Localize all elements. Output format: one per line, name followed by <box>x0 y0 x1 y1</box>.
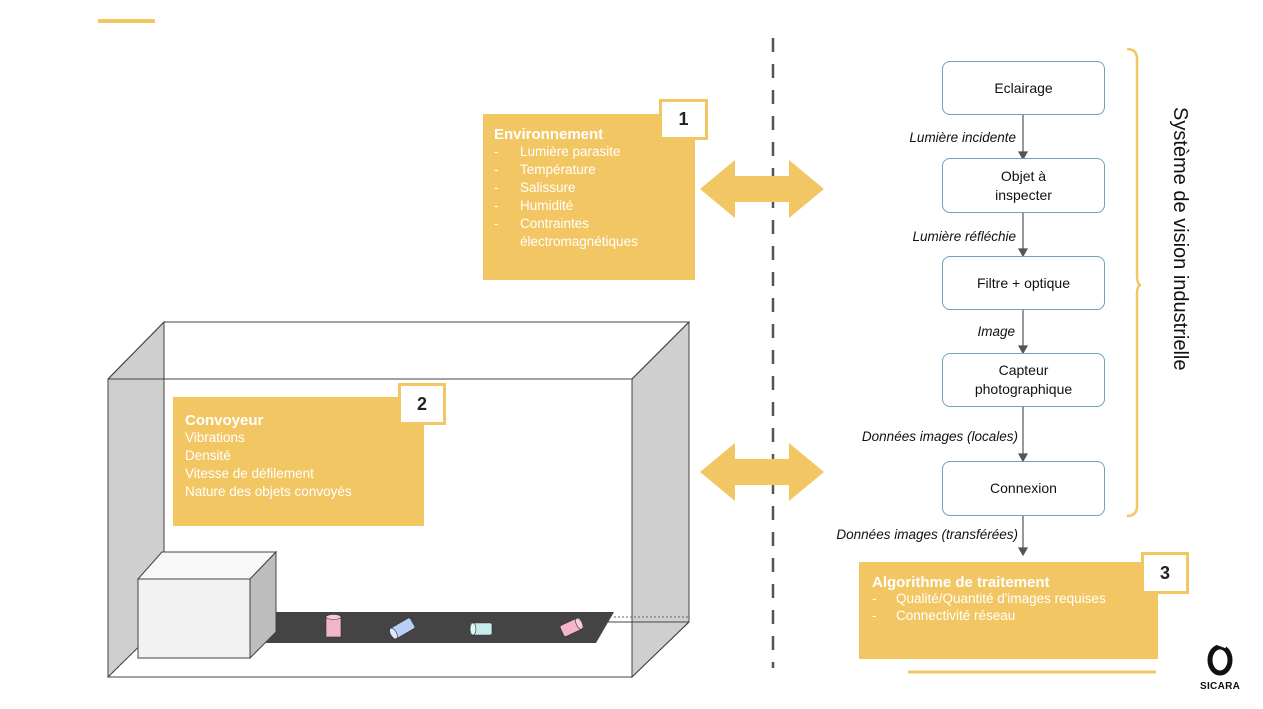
environment-box: Environnement -Lumière parasite -Tempéra… <box>483 114 695 280</box>
list-item: -Humidité <box>494 198 574 213</box>
convoyeur-number-badge: 2 <box>398 383 446 425</box>
object-teal-lying <box>469 622 493 636</box>
label-lumiere-reflechie: Lumière réfléchie <box>912 229 1016 244</box>
environment-list: -Lumière parasite -Température -Salissur… <box>494 143 695 251</box>
accent-line-top <box>98 19 155 23</box>
algorithme-number-badge: 3 <box>1141 552 1189 594</box>
list-item: -Lumière parasite <box>494 144 621 159</box>
list-item: Vibrations <box>185 430 245 445</box>
conveyor-belt <box>250 612 614 643</box>
convoyeur-list: Vibrations Densité Vitesse de défilement… <box>185 429 424 501</box>
pipeline-arrows <box>1017 115 1029 557</box>
system-bracket <box>1126 47 1142 518</box>
list-item: -Contraintes électromagnétiques <box>494 216 638 249</box>
system-title: Système de vision industrielle <box>1169 107 1191 371</box>
step-connexion: Connexion <box>942 461 1105 516</box>
conveyed-objects <box>325 614 585 640</box>
environment-title: Environnement <box>494 126 604 143</box>
convoyeur-title: Convoyeur <box>185 412 264 429</box>
algorithme-list: -Qualité/Quantité d'images requises -Con… <box>872 591 1158 624</box>
step-objet: Objet à inspecter <box>942 158 1105 213</box>
object-pink-upright <box>325 614 342 638</box>
list-item: Densité <box>185 448 231 463</box>
list-item: -Qualité/Quantité d'images requises <box>872 591 1106 606</box>
list-item: -Température <box>494 162 596 177</box>
algorithme-title: Algorithme de traitement <box>872 574 1050 591</box>
double-arrow-icon <box>700 443 824 501</box>
convoyeur-box: Convoyeur Vibrations Densité Vitesse de … <box>173 397 424 526</box>
object-pink-tilted <box>559 617 585 637</box>
machine-box <box>136 550 278 660</box>
algorithme-box: Algorithme de traitement -Qualité/Quanti… <box>859 562 1158 659</box>
room-right-wall <box>631 320 690 679</box>
double-arrow-icon <box>700 160 824 218</box>
label-lumiere-incidente: Lumière incidente <box>909 130 1016 145</box>
list-item: -Salissure <box>494 180 576 195</box>
label-donnees-locales: Données images (locales) <box>861 429 1018 444</box>
step-filtre: Filtre + optique <box>942 256 1105 310</box>
label-image: Image <box>977 324 1015 339</box>
label-donnees-transferees: Données images (transférées) <box>836 527 1018 542</box>
list-item: Nature des objets convoyés <box>185 484 352 499</box>
object-blue-tilted <box>389 617 416 640</box>
list-item: Vitesse de défilement <box>185 466 314 481</box>
conveyor-room <box>107 320 690 679</box>
list-item: -Connectivité réseau <box>872 608 1016 623</box>
sicara-logo-text: SICARA <box>1200 681 1241 692</box>
step-capteur: Capteur photographique <box>942 353 1105 407</box>
sicara-logo-icon <box>1207 637 1233 676</box>
environment-number-badge: 1 <box>659 99 708 140</box>
step-eclairage: Eclairage <box>942 61 1105 115</box>
